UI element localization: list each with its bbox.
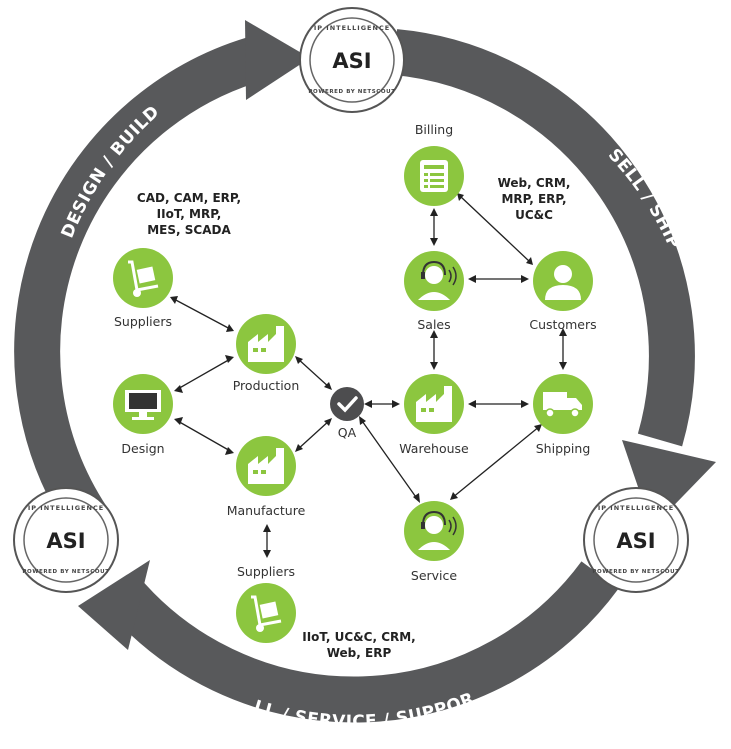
note-line: Web, CRM, (498, 176, 571, 190)
node-label-suppliers-bottom: Suppliers (237, 564, 295, 579)
monitor-icon (125, 390, 161, 420)
node-label-service: Service (411, 568, 458, 583)
node-suppliers-top[interactable]: Suppliers (113, 248, 173, 329)
node-label-suppliers-top: Suppliers (114, 314, 172, 329)
connector-heads (170, 193, 567, 558)
hand-truck-icon (251, 595, 282, 632)
connector-shipping-service (451, 425, 541, 499)
connector-qa-service (359, 417, 419, 501)
note-top-right: Web, CRM, MRP, ERP, UC&C (498, 176, 571, 222)
connector-suppliers-production (171, 297, 233, 331)
node-sales[interactable]: Sales (404, 251, 464, 332)
ring-arrowhead-bill (78, 560, 150, 650)
headset-agent-icon (418, 260, 457, 300)
connectors (171, 195, 564, 556)
ring-arrowhead-design (245, 20, 310, 100)
node-label-warehouse: Warehouse (399, 441, 469, 456)
note-bottom: IIoT, UC&C, CRM, Web, ERP (302, 630, 416, 660)
node-production[interactable]: Production (233, 314, 300, 393)
node-qa[interactable]: QA (330, 387, 364, 440)
factory-icon (248, 326, 284, 362)
note-line: IIoT, UC&C, CRM, (302, 630, 416, 644)
connector-billing-customers (459, 195, 531, 263)
node-manufacture[interactable]: Manufacture (227, 436, 306, 518)
asi-badge-right: IP INTELLIGENCE ASI POWERED BY NETSCOUT (583, 487, 689, 593)
node-billing[interactable]: Billing (404, 122, 464, 206)
truck-icon (543, 392, 582, 418)
note-line: Web, ERP (327, 646, 392, 660)
badge-main-text: ASI (46, 529, 85, 553)
node-label-qa: QA (338, 425, 357, 440)
checkmark-icon (337, 396, 358, 413)
connector-production-qa (296, 357, 331, 389)
badge-main-text: ASI (616, 529, 655, 553)
node-label-manufacture: Manufacture (227, 503, 306, 518)
node-warehouse[interactable]: Warehouse (399, 374, 469, 456)
note-line: CAD, CAM, ERP, (137, 191, 241, 205)
headset-agent-icon (418, 510, 457, 550)
node-shipping[interactable]: Shipping (533, 374, 593, 456)
badge-bottom-text: POWERED BY NETSCOUT (592, 569, 679, 575)
badge-bottom-text: POWERED BY NETSCOUT (308, 89, 395, 95)
connector-manufacture-qa (296, 419, 331, 451)
note-line: MES, SCADA (147, 223, 231, 237)
badge-bottom-text: POWERED BY NETSCOUT (22, 569, 109, 575)
connector-design-manufacture (175, 419, 233, 453)
badge-main-text: ASI (332, 49, 371, 73)
badge-top-text: IP INTELLIGENCE (28, 504, 104, 512)
note-top-left: CAD, CAM, ERP, IIoT, MRP, MES, SCADA (137, 191, 241, 237)
asi-badge-top: IP INTELLIGENCE ASI POWERED BY NETSCOUT (299, 7, 405, 113)
node-label-sales: Sales (417, 317, 450, 332)
node-label-customers: Customers (529, 317, 596, 332)
note-line: UC&C (515, 208, 553, 222)
node-service[interactable]: Service (404, 501, 464, 583)
node-customers[interactable]: Customers (529, 251, 597, 332)
node-design[interactable]: Design (113, 374, 173, 456)
ring-segment-sell (392, 29, 695, 447)
node-label-design: Design (121, 441, 164, 456)
hand-truck-icon (128, 260, 159, 297)
node-label-shipping: Shipping (536, 441, 591, 456)
badge-top-text: IP INTELLIGENCE (314, 24, 390, 32)
factory-icon (416, 386, 452, 422)
ring-segment-design (14, 32, 276, 533)
note-line: IIoT, MRP, (157, 207, 222, 221)
asi-badge-left: IP INTELLIGENCE ASI POWERED BY NETSCOUT (13, 487, 119, 593)
connector-design-production (175, 357, 233, 391)
badge-top-text: IP INTELLIGENCE (598, 504, 674, 512)
node-label-production: Production (233, 378, 300, 393)
node-suppliers-bottom[interactable]: Suppliers (236, 564, 296, 643)
factory-icon (248, 448, 284, 484)
node-label-billing: Billing (415, 122, 453, 137)
ring-segment-bill (102, 561, 619, 723)
note-line: MRP, ERP, (501, 192, 566, 206)
billing-icon (420, 160, 448, 192)
person-icon (545, 265, 581, 300)
